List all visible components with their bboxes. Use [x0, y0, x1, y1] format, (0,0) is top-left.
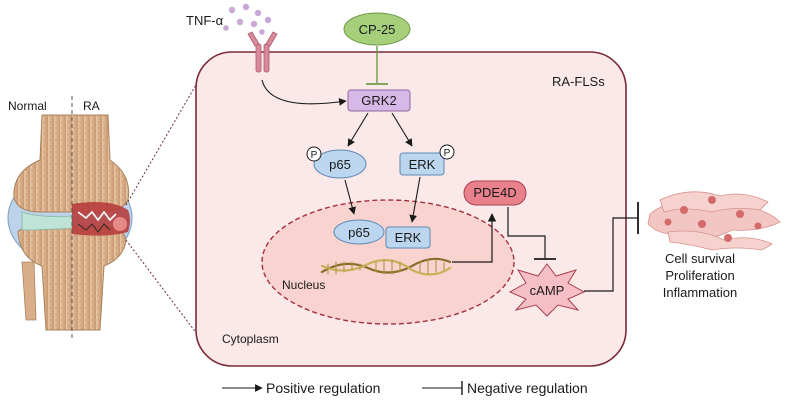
outcome-inflammation: Inflammation: [663, 285, 737, 300]
nucleus: [261, 199, 515, 325]
tnf-alpha-molecules: [223, 3, 272, 35]
erk-phospho-badge: [439, 144, 455, 160]
nuclear-erk-label: ERK: [395, 230, 422, 245]
ra-label: RA: [83, 99, 100, 113]
nucleus-label: Nucleus: [282, 278, 325, 292]
normal-label: Normal: [8, 99, 47, 113]
outcome-cell-survival: Cell survival: [665, 251, 735, 266]
zoom-line-bottom: [125, 239, 201, 339]
erk-node: [399, 152, 445, 176]
ra-eroded-cartilage-2: [77, 223, 111, 233]
dna-helix: [320, 257, 452, 276]
cytoplasm-label: Cytoplasm: [222, 332, 279, 346]
legend: Positive regulation Negative regulation: [222, 380, 588, 396]
tnf-receptor: [247, 31, 278, 73]
p65-node: [313, 149, 367, 179]
femur-bone: [13, 114, 130, 213]
cell-label: RA-FLSs: [552, 74, 605, 89]
nuclear-p65-label: p65: [348, 225, 370, 240]
arrow-receptor-to-grk2: [261, 79, 347, 106]
camp-node: [508, 263, 586, 317]
grk2-label: GRK2: [361, 93, 396, 108]
p65-phospho-label: P: [311, 150, 318, 161]
pde4d-node: [463, 180, 527, 206]
outcome-proliferation: Proliferation: [665, 268, 734, 283]
erk-phospho-label: P: [444, 148, 451, 159]
legend-positive-label: Positive regulation: [266, 380, 380, 396]
fibroblast-cells: [647, 191, 781, 251]
zoom-line-top: [125, 77, 201, 206]
inhibit-pde4d-to-camp: [507, 207, 546, 258]
grk2-node: [347, 89, 411, 112]
p65-phospho-badge: [306, 146, 322, 162]
pde4d-label: PDE4D: [473, 185, 516, 200]
cp25-node: [343, 12, 411, 46]
arrow-grk2-to-p65: [347, 112, 369, 147]
legend-negative-label: Negative regulation: [467, 380, 588, 396]
arrow-dna-to-pde4d: [452, 213, 497, 263]
nuclear-erk-node: [385, 226, 431, 249]
knee-joint-illustration: Normal RA: [7, 96, 133, 340]
arrow-erk-translocation: [409, 176, 421, 223]
cp25-label: CP-25: [359, 22, 396, 37]
nuclear-p65-node: [333, 219, 385, 245]
erk-label: ERK: [409, 157, 436, 172]
arrow-p65-translocation: [344, 179, 356, 215]
p65-label: p65: [329, 157, 351, 172]
tnf-alpha-label: TNF-α: [186, 13, 224, 28]
camp-label: cAMP: [530, 283, 565, 298]
ra-pannus: [113, 217, 127, 231]
inhibit-camp-to-outcomes: [584, 217, 638, 292]
ra-eroded-cartilage: [77, 210, 117, 222]
fibula-bone: [21, 261, 37, 321]
arrow-grk2-to-erk: [391, 112, 413, 147]
